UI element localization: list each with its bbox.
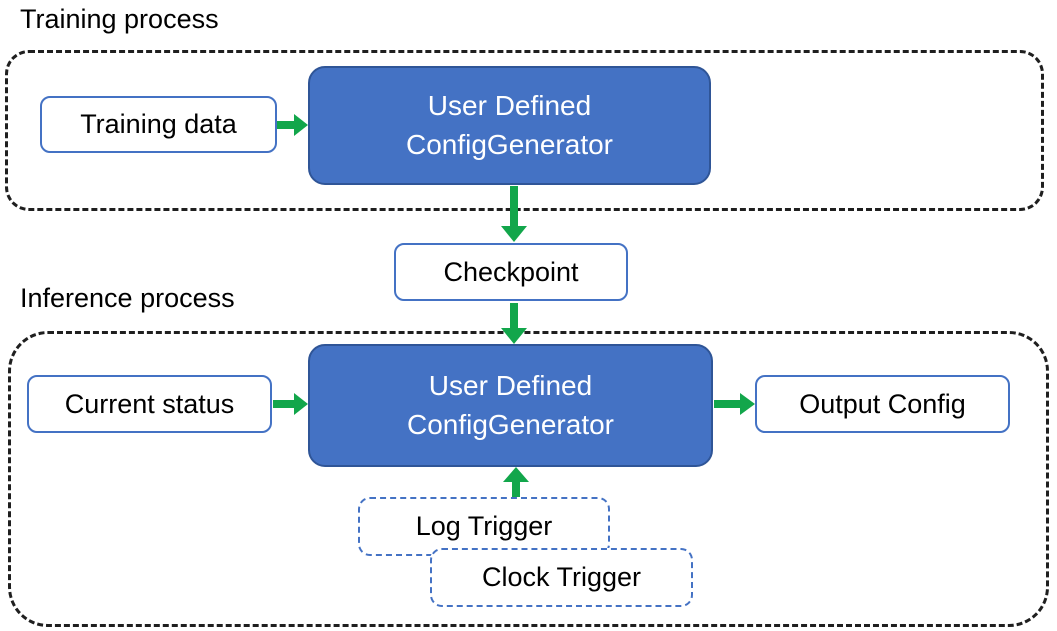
inference-config-generator-line2: ConfigGenerator [406, 408, 614, 440]
clock-trigger-label: Clock Trigger [481, 562, 642, 592]
arrow-checkpoint-to-generator-icon [501, 303, 527, 344]
arrow-generator-to-output-config-icon [714, 393, 755, 415]
arrow-head-icon [740, 393, 755, 415]
clock-trigger-box: Clock Trigger [430, 548, 693, 607]
inference-config-generator-box: User Defined ConfigGenerator [308, 344, 713, 467]
arrow-generator-to-checkpoint-icon [501, 186, 527, 242]
current-status-box: Current status [27, 375, 272, 433]
arrow-head-icon [501, 226, 527, 242]
arrow-head-icon [294, 114, 308, 136]
current-status-label: Current status [64, 388, 235, 419]
training-data-label: Training data [80, 109, 237, 139]
training-config-generator-line1: User Defined [427, 89, 592, 121]
training-process-label: Training process [20, 4, 219, 34]
training-data-box: Training data [40, 96, 277, 153]
output-config-box: Output Config [755, 375, 1010, 433]
arrow-shaft [512, 481, 520, 497]
log-trigger-box: Log Trigger [358, 497, 610, 556]
training-config-generator-line2: ConfigGenerator [405, 128, 613, 160]
checkpoint-label: Checkpoint [443, 256, 579, 287]
log-trigger-label: Log Trigger [415, 511, 553, 541]
arrow-training-data-to-generator-icon [277, 114, 308, 136]
arrow-shaft [277, 121, 295, 129]
inference-process-container [8, 331, 1049, 627]
arrow-head-icon [294, 393, 308, 415]
training-process-container [5, 50, 1044, 211]
inference-process-label: Inference process [20, 283, 235, 313]
arrow-shaft [510, 303, 518, 329]
training-config-generator-box: User Defined ConfigGenerator [308, 66, 711, 185]
arrow-current-status-to-generator-icon [273, 393, 308, 415]
arrow-shaft [714, 400, 741, 408]
output-config-label: Output Config [799, 388, 966, 419]
arrow-shaft [510, 186, 518, 227]
inference-config-generator-line1: User Defined [428, 369, 593, 401]
arrow-head-icon [503, 467, 529, 482]
arrow-shaft [273, 400, 295, 408]
checkpoint-box: Checkpoint [394, 243, 628, 301]
arrow-head-icon [501, 328, 527, 344]
arrow-log-trigger-to-generator-icon [503, 467, 529, 497]
